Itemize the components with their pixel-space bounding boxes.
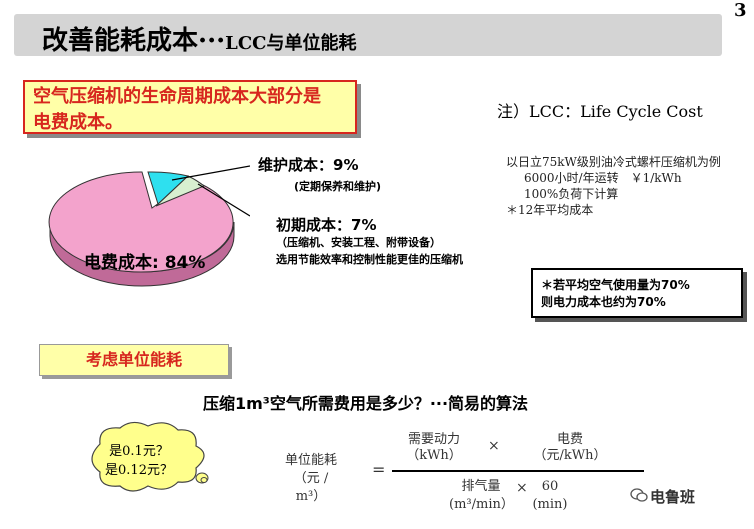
formula-times-bottom: × bbox=[516, 480, 528, 496]
leader-initial bbox=[197, 183, 250, 217]
formula-unit-label: 单位能耗 bbox=[284, 453, 337, 468]
lcc-note: 注）LCC：Life Cycle Cost bbox=[497, 102, 703, 121]
formula-air-label: 排气量 bbox=[461, 479, 501, 494]
wechat-icon bbox=[630, 488, 648, 502]
electricity-label: 电费成本: 84% bbox=[84, 253, 206, 273]
formula-minutes: 60 (min) bbox=[528, 478, 572, 514]
highlight-line-1: 空气压缩机的生命周期成本大部分是 bbox=[33, 86, 321, 107]
formula-air-unit: (m³/min） bbox=[449, 497, 514, 512]
pie-slice-initial bbox=[155, 175, 205, 207]
formula-minutes-value: 60 bbox=[541, 479, 559, 494]
formula-minutes-unit: (min) bbox=[532, 497, 568, 512]
watermark-text: 电鲁班 bbox=[650, 488, 696, 506]
leader-maintenance bbox=[171, 165, 250, 181]
thought-cloud bbox=[91, 421, 209, 492]
condition-line-4: ＊12年平均成本 bbox=[506, 203, 594, 217]
condition-line-1: 以日立75kW级别油冷式螺杆压缩机为例 bbox=[506, 155, 721, 169]
formula-power-label: 需要动力 bbox=[407, 432, 460, 447]
lcc-pie-chart bbox=[48, 165, 250, 287]
pie-slice-electricity bbox=[48, 171, 234, 273]
formula-unit-unit: （元 / m³） bbox=[293, 471, 329, 504]
title-main-text: 改善能耗成本 bbox=[42, 26, 199, 56]
formula-fraction-bar bbox=[392, 470, 644, 472]
formula-power: 需要动力 （kWh） bbox=[402, 432, 466, 464]
cloud-line-2: 是0.12元？ bbox=[105, 463, 173, 478]
calc-conditions: 以日立75kW级别油冷式螺杆压缩机为例 6000小时/年运转 ￥1/kWh 10… bbox=[506, 154, 721, 218]
usage-note-box: ＊若平均空气使用量为70% 则电力成本也约为70% bbox=[531, 268, 743, 318]
formula-air: 排气量 (m³/min） bbox=[449, 478, 514, 514]
formula-unit-energy: 单位能耗 （元 / m³） bbox=[280, 452, 342, 506]
formula-price: 电费 （元/kWh） bbox=[530, 432, 610, 464]
cloud-shape bbox=[91, 421, 205, 492]
cloud-line-1: 是0.1元？ bbox=[109, 444, 169, 459]
title-subtitle: LCC与单位能耗 bbox=[225, 33, 357, 54]
maintenance-sub: (定期保养和维护) bbox=[294, 180, 382, 193]
highlight-line-2: 电费成本。 bbox=[33, 112, 123, 133]
cloud-bubble-small bbox=[200, 477, 208, 483]
title-dots: ··· bbox=[198, 26, 226, 56]
title-bar bbox=[14, 14, 722, 56]
formula-power-unit: （kWh） bbox=[406, 448, 462, 463]
condition-line-2: 6000小时/年运转 ￥1/kWh bbox=[524, 171, 682, 185]
initial-sub: （压缩机、安装工程、附带设备） 选用节能效率和控制性能更佳的压缩机 bbox=[276, 234, 463, 268]
formula-times-top: × bbox=[488, 438, 500, 454]
page-number: 3 bbox=[734, 0, 747, 21]
page-title: 改善能耗成本···LCC与单位能耗 bbox=[42, 20, 356, 57]
formula-price-label: 电费 bbox=[556, 432, 583, 447]
usage-note-line-1: ＊若平均空气使用量为70% bbox=[541, 278, 690, 292]
maintenance-label: 维护成本：9% bbox=[258, 156, 359, 174]
initial-label: 初期成本：7% bbox=[276, 216, 377, 234]
formula-price-unit: （元/kWh） bbox=[533, 448, 607, 463]
cost-question: 压缩1m³空气所需费用是多少？···简易的算法 bbox=[203, 394, 529, 413]
formula-equals: = bbox=[372, 460, 386, 479]
section-tag: 考虑单位能耗 bbox=[39, 344, 229, 376]
initial-sub-line-2: 选用节能效率和控制性能更佳的压缩机 bbox=[276, 253, 463, 266]
initial-sub-line-1: （压缩机、安装工程、附带设备） bbox=[276, 236, 441, 249]
highlight-callout: 空气压缩机的生命周期成本大部分是 电费成本。 bbox=[23, 80, 357, 134]
condition-line-3: 100%负荷下计算 bbox=[524, 187, 619, 201]
usage-note-line-2: 则电力成本也约为70% bbox=[541, 295, 666, 309]
cloud-text: 是0.1元？ 是0.12元？ bbox=[100, 442, 178, 480]
